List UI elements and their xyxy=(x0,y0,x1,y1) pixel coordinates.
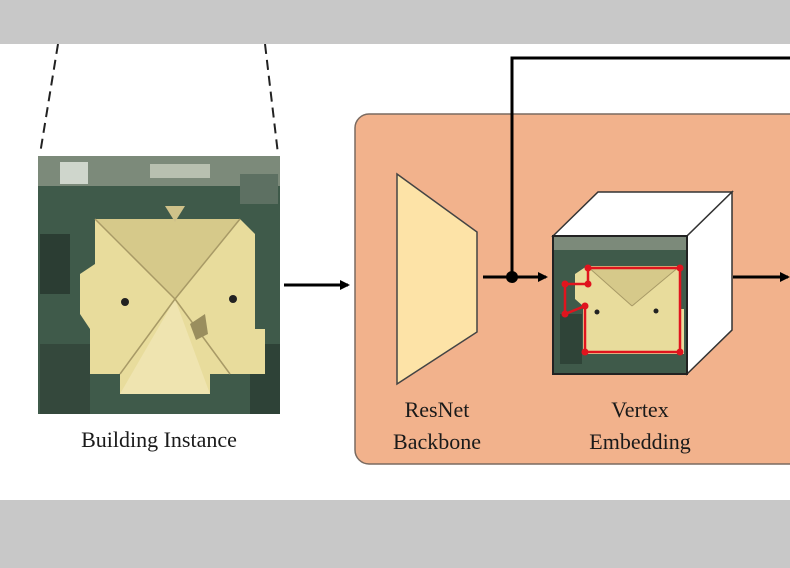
building-instance-label: Building Instance xyxy=(81,427,237,452)
zoom-line-right xyxy=(264,44,279,155)
predicted-polygon xyxy=(561,264,684,356)
embedding-label-line2: Embedding xyxy=(589,429,691,454)
pipeline-diagram: Building Instance ResNet Backbone Vertex… xyxy=(0,44,790,500)
building-instance-image xyxy=(38,156,280,414)
skip-connection-line xyxy=(510,56,790,277)
vertex-embedding-label: Vertex Embedding xyxy=(570,394,710,458)
backbone-label-line2: Backbone xyxy=(393,429,481,454)
embedding-label-line1: Vertex xyxy=(611,397,669,422)
zoom-line-left xyxy=(39,44,59,155)
resnet-backbone-block xyxy=(396,172,478,386)
resnet-backbone-label: ResNet Backbone xyxy=(372,394,502,458)
vertex-embedding-cube xyxy=(551,190,734,376)
diagram-svg xyxy=(38,44,790,465)
backbone-label-line1: ResNet xyxy=(404,397,470,422)
